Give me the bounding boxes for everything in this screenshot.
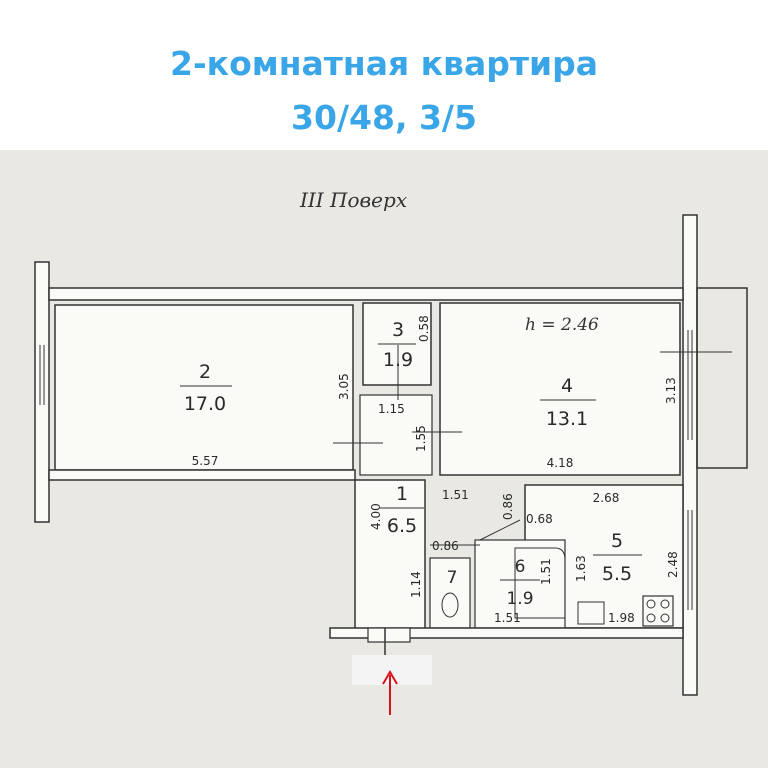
right-wall bbox=[682, 214, 698, 696]
dim-086b: 0.86 bbox=[432, 539, 459, 553]
room-2-number: 2 bbox=[199, 361, 211, 383]
dim-114: 1.14 bbox=[409, 571, 423, 598]
room-4-number: 4 bbox=[561, 375, 573, 397]
dim-hall-width: 1.51 bbox=[442, 488, 469, 502]
balcony bbox=[696, 287, 748, 469]
door-swing bbox=[479, 519, 521, 541]
dim-corridor-width: 1.15 bbox=[378, 402, 405, 416]
stove-burner-icon bbox=[646, 613, 656, 623]
dim-corridor-height: 1.55 bbox=[414, 425, 428, 452]
dim-068: 0.68 bbox=[526, 512, 553, 526]
mid-wall bbox=[48, 469, 356, 481]
ceiling-height: h = 2.46 bbox=[525, 315, 599, 335]
dim-198: 1.98 bbox=[608, 611, 635, 625]
room-7-number: 7 bbox=[447, 568, 458, 588]
dim-163: 1.63 bbox=[574, 555, 588, 582]
toilet-icon bbox=[441, 592, 459, 618]
room-1 bbox=[354, 479, 426, 631]
room-1-area: 6.5 bbox=[387, 515, 417, 537]
top-wall bbox=[48, 287, 684, 301]
dim-room4-width: 4.18 bbox=[547, 456, 574, 470]
sink-icon bbox=[577, 601, 605, 625]
dim-kitchen-height: 2.48 bbox=[666, 551, 680, 578]
room-3-number: 3 bbox=[392, 319, 404, 341]
room-1-number: 1 bbox=[396, 483, 408, 505]
stove-burner-icon bbox=[660, 599, 670, 609]
room-5-area: 5.5 bbox=[602, 563, 632, 585]
page-subtitle: 30/48, 3/5 bbox=[291, 98, 477, 137]
left-wall bbox=[34, 261, 50, 523]
stove-burner-icon bbox=[646, 599, 656, 609]
dim-room4-height: 3.13 bbox=[664, 377, 678, 404]
stove-icon bbox=[642, 595, 674, 627]
room-5-number: 5 bbox=[611, 530, 623, 552]
corridor bbox=[359, 394, 433, 476]
dim-kitchen-width: 2.68 bbox=[593, 491, 620, 505]
bathtub bbox=[514, 547, 566, 619]
room-3-area: 1.9 bbox=[383, 349, 413, 371]
dim-hall-height: 4.00 bbox=[369, 503, 383, 530]
floor-label: III Поверх bbox=[299, 188, 407, 212]
room-6-number: 6 bbox=[515, 557, 526, 577]
arrow-patch bbox=[352, 655, 432, 685]
page-title: 2-комнатная квартира bbox=[170, 44, 598, 83]
room-4-area: 13.1 bbox=[546, 408, 588, 430]
room-6-area: 1.9 bbox=[506, 589, 533, 609]
dim-room3-height: 0.58 bbox=[417, 315, 431, 342]
dim-086a: 0.86 bbox=[501, 493, 515, 520]
room-2-area: 17.0 bbox=[184, 393, 226, 415]
stove-burner-icon bbox=[660, 613, 670, 623]
dim-room2-width: 5.57 bbox=[192, 454, 219, 468]
dim-151-vertical: 1.51 bbox=[539, 558, 553, 585]
room-4 bbox=[439, 302, 681, 476]
entrance-arrow-icon bbox=[382, 670, 398, 685]
bottom-wall bbox=[329, 627, 684, 639]
entrance-door bbox=[367, 627, 411, 643]
dim-151-horizontal: 1.51 bbox=[494, 611, 521, 625]
room-2 bbox=[54, 304, 354, 471]
dim-room2-height: 3.05 bbox=[337, 373, 351, 400]
